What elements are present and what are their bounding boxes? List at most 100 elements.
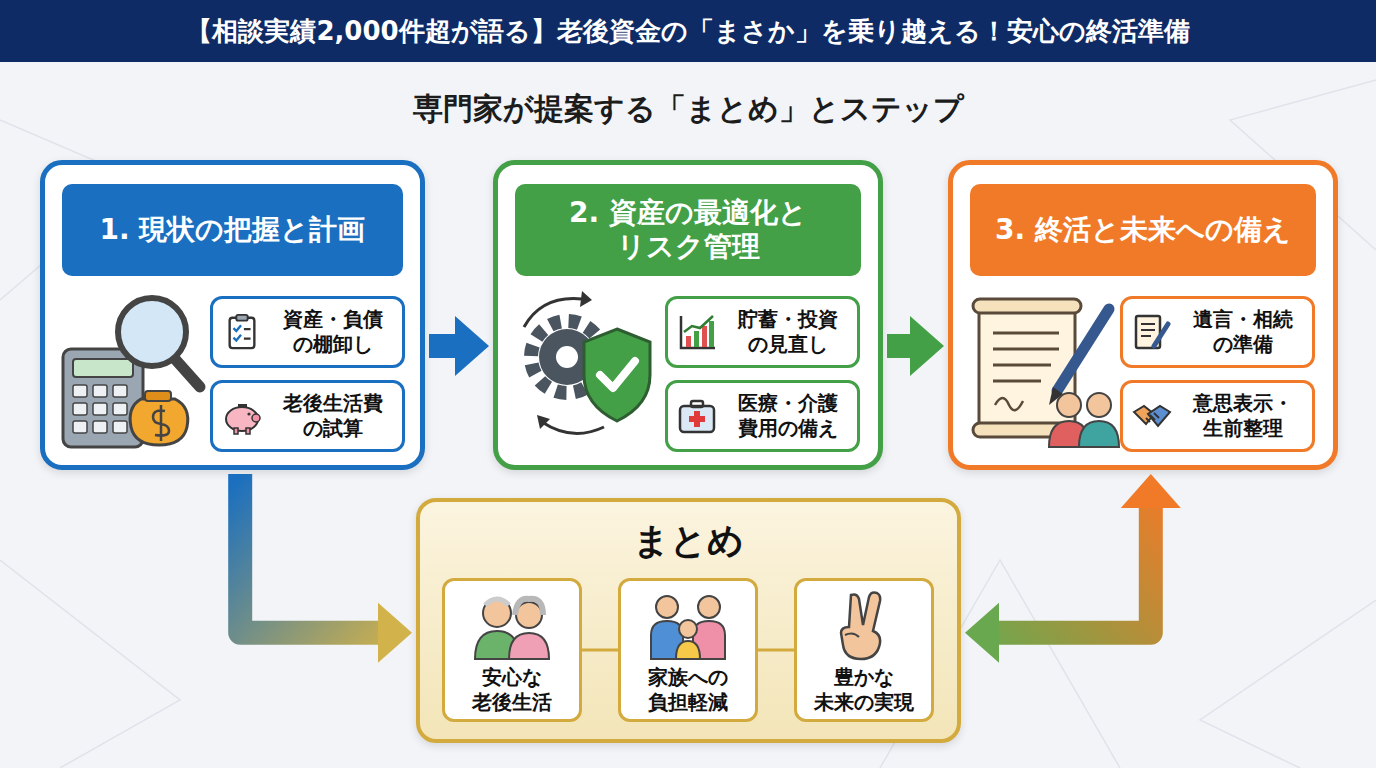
icon-shape (584, 329, 650, 421)
icon-shape (993, 364, 1051, 367)
icon-shape (63, 349, 143, 447)
item-text: 意思表示・ 生前整理 (1179, 391, 1306, 441)
icon-shape (698, 596, 720, 618)
icon-shape (686, 336, 691, 347)
icon-shape (676, 641, 700, 659)
summary-card: 家族への 負担軽減 (618, 578, 758, 722)
summary-icon (643, 591, 733, 661)
icon-shape (247, 412, 250, 415)
card-icon (221, 311, 263, 353)
icon-shape (153, 405, 169, 441)
icon-shape (677, 312, 717, 352)
icon-shape (971, 287, 1121, 452)
faint-lines (0, 80, 1376, 768)
icon-shape (252, 414, 260, 422)
icon-shape (973, 299, 1081, 313)
step-illustration (971, 287, 1121, 452)
icon-shape (113, 385, 127, 397)
flow-arrow (965, 474, 1181, 663)
icon-shape (113, 403, 127, 415)
item-card: 資産・負債 の棚卸し (210, 296, 405, 368)
icon-shape (1141, 324, 1155, 336)
step-heading: 3. 終活と未来への備え (970, 184, 1316, 276)
arrow-head (910, 316, 944, 376)
icon-shape (681, 316, 715, 348)
arrow-head (965, 603, 999, 663)
icon-shape (542, 422, 604, 433)
summary-card: 豊かな 未来の実現 (794, 578, 934, 722)
icon-shape (556, 346, 578, 368)
item-card: 貯蓄・投資 の見直し (665, 296, 860, 368)
icon-shape (524, 299, 582, 327)
arrow-shaft (999, 508, 1151, 633)
icon-shape (1154, 324, 1168, 346)
step-illustration (57, 287, 207, 452)
icon-shape (222, 396, 262, 436)
subtitle: 専門家が提案する「まとめ」とステップ (0, 84, 1376, 134)
icon-shape (467, 591, 557, 661)
arrow-head (378, 603, 412, 663)
item-text: 貯蓄・投資 の見直し (724, 307, 851, 357)
icon-shape (73, 421, 87, 433)
summary-heading: まとめ (420, 512, 957, 570)
icon-shape (993, 380, 1041, 383)
item-card: 医療・介護 費用の備え (665, 380, 860, 452)
flow-arrow (240, 474, 412, 663)
item-text: 遺言・相続 の準備 (1179, 307, 1306, 357)
arrow-shaft (429, 334, 455, 358)
title-bar: 【相談実績2,000件超が語る】老後資金の「まさか」を乗り越える！安心の終活準備 (0, 0, 1376, 62)
item-text: 安心な 老後生活 (449, 665, 575, 715)
icon-shape (689, 411, 705, 427)
icon-shape (845, 633, 859, 637)
card-icon (676, 395, 718, 437)
icon-shape (485, 599, 509, 605)
step-box: 2. 資産の最適化と リスク管理貯蓄・投資 の見直し医療・介護 費用の備え (493, 160, 883, 470)
icon-shape (819, 591, 909, 661)
icon-shape (702, 326, 707, 347)
card-icon (676, 311, 718, 353)
icon-shape (509, 633, 549, 659)
card-icon (1131, 311, 1173, 353)
icon-shape (246, 428, 250, 434)
step-box: 3. 終活と未来への備え遺言・相続 の準備意思表示・ 生前整理 (948, 160, 1338, 470)
item-text: 資産・負債 の棚卸し (269, 307, 396, 357)
icon-shape (993, 332, 1059, 335)
icon-shape (995, 398, 1023, 410)
step-box: 1. 現状の把握と計画資産・負債 の棚卸し老後生活費 の試算 (40, 160, 425, 470)
link-line (582, 650, 618, 651)
flow-arrow (429, 316, 489, 376)
item-card: 遺言・相続 の準備 (1120, 296, 1315, 368)
icon-shape (691, 401, 703, 407)
item-text: 家族への 負担軽減 (625, 665, 751, 715)
step-heading: 2. 資産の最適化と リスク管理 (515, 184, 861, 276)
step-illustration (512, 287, 657, 447)
item-text: 豊かな 未来の実現 (801, 665, 927, 715)
title-text: 【相談実績2,000件超が語る】老後資金の「まさか」を乗り越える！安心の終活準備 (186, 14, 1189, 49)
summary-icon (467, 591, 557, 661)
icon-shape (175, 359, 200, 387)
flow-arrow (887, 316, 944, 376)
icon-shape (483, 599, 511, 627)
card-icon (221, 395, 263, 437)
icon-shape (993, 348, 1059, 351)
icon-shape (93, 385, 107, 397)
item-card: 意思表示・ 生前整理 (1120, 380, 1315, 452)
icon-shape (233, 325, 241, 340)
arrow-shaft (887, 334, 910, 358)
icon-shape (1057, 309, 1109, 391)
icon-shape (656, 596, 678, 618)
icon-shape (993, 333, 1059, 381)
icon-shape (130, 399, 188, 445)
icon-shape (680, 406, 714, 432)
summary-card: 安心な 老後生活 (442, 578, 582, 722)
icon-shape (244, 329, 251, 339)
icon-shape (1132, 396, 1172, 436)
icon-shape (679, 620, 697, 638)
summary-icon (819, 591, 909, 661)
icon-shape (1132, 312, 1172, 352)
arrow-head (455, 316, 489, 376)
icon-shape (841, 593, 880, 660)
arrow-head (1121, 474, 1181, 508)
icon-shape (1057, 393, 1081, 417)
